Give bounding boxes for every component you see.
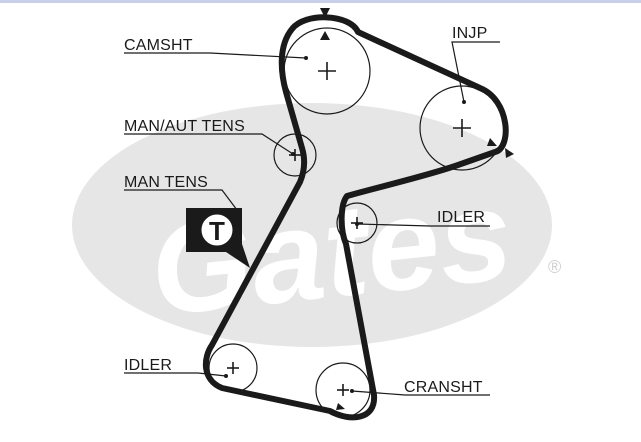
injection-pump-timing-mark-icon [505,148,514,158]
label-crankshaft: CRANSHT [404,379,483,396]
injection-pump-pulley-mark-icon [487,138,497,146]
label-man-aut-tensioner: MAN/AUT TENS [124,118,245,135]
idler-pulley-left [208,343,258,393]
man-tensioner-badge: T [186,208,250,268]
crankshaft-timing-mark-icon [336,403,345,410]
timing-belt [202,14,509,421]
top-border [0,0,641,3]
leader-idler-left [124,372,227,377]
camshaft-pulley [283,27,371,115]
man-aut-tensioner-pulley [273,133,317,177]
label-idler-right: IDLER [437,209,485,226]
label-idler-left: IDLER [124,357,172,374]
watermark-registered-mark: ® [548,257,561,277]
tensioner-icon [201,214,233,246]
camshaft-timing-mark-icon [320,8,330,18]
crankshaft-pulley [315,362,371,418]
leader-lines [124,41,500,396]
leader-man-tensioner [124,189,238,211]
leader-camshaft [124,52,307,59]
label-camshaft: CAMSHT [124,37,193,54]
gates-watermark-logo: Gates ® [72,103,561,347]
label-injection-pump: INJP [452,25,487,42]
leader-crankshaft [351,390,490,396]
tensioner-badge-letter: T [209,216,225,246]
watermark-ellipse [72,103,552,347]
injection-pump-pulley [419,85,505,171]
leader-man-aut-tensioner [124,133,294,155]
leader-dots [224,56,466,393]
leader-idler-right [356,223,490,227]
leader-injection-pump [451,41,500,103]
camshaft-pulley-mark-icon [320,31,330,40]
label-man-tensioner: MAN TENS [124,174,208,191]
